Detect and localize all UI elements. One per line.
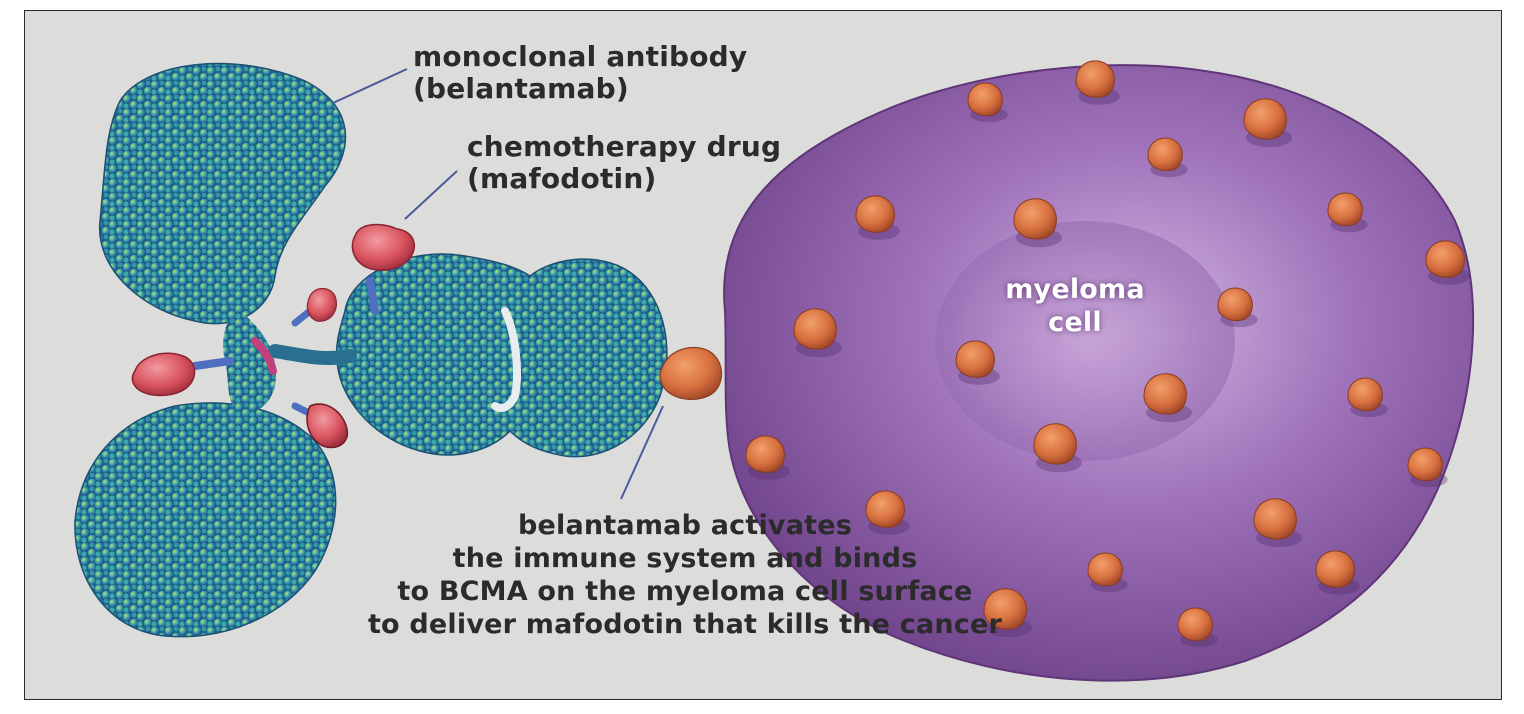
- figure-frame: monoclonal antibody (belantamab) chemoth…: [24, 10, 1502, 700]
- description-caption: belantamab activates the immune system a…: [265, 509, 1105, 641]
- drug-label-line: (mafodotin): [467, 162, 657, 195]
- bcma-receptor-icon: [1177, 607, 1213, 642]
- bcma-receptor-icon: [1425, 240, 1465, 278]
- bcma-receptor-icon: [1407, 447, 1443, 482]
- bcma-receptor-icon: [1075, 60, 1115, 98]
- cell-label-line: myeloma: [1005, 274, 1145, 305]
- illustration: [74, 60, 1475, 682]
- drug-label-line: chemotherapy drug: [467, 130, 782, 163]
- bcma-receptor-icon: [983, 588, 1027, 630]
- description-line: the immune system and binds: [452, 543, 918, 574]
- bcma-receptor-icon: [793, 308, 837, 350]
- bcma-receptor-icon: [1143, 373, 1187, 415]
- bcma-receptor-icon: [955, 340, 995, 378]
- antibody-molecule: [74, 62, 668, 638]
- bcma-receptor-icon: [1253, 498, 1297, 540]
- bcma-receptor-icon: [1327, 192, 1363, 227]
- cell-label-line: cell: [1048, 307, 1102, 338]
- antibody-label: monoclonal antibody (belantamab): [413, 41, 747, 105]
- bcma-receptor-icon: [1243, 98, 1287, 140]
- bcma-receptor-icon: [967, 82, 1003, 117]
- bcma-receptor-icon: [1147, 137, 1183, 172]
- bcma-receptors: [745, 60, 1470, 648]
- bcma-receptor-icon: [1315, 550, 1355, 588]
- myeloma-cell: [723, 60, 1475, 682]
- description-line: belantamab activates: [517, 510, 853, 541]
- bcma-receptor-icon: [1013, 198, 1057, 240]
- description-line: to deliver mafodotin that kills the canc…: [367, 609, 1003, 640]
- cell-label: myeloma cell: [965, 273, 1185, 339]
- drug-payloads: [131, 223, 416, 449]
- bcma-receptor-icon: [1033, 423, 1077, 465]
- bcma-receptor-icon: [745, 435, 785, 473]
- antibody-label-line: monoclonal antibody: [413, 40, 748, 73]
- leader-lines: [332, 68, 664, 500]
- description-line: to BCMA on the myeloma cell surface: [397, 576, 973, 607]
- bcma-receptor-icon: [855, 195, 895, 233]
- binding-receptor: [659, 346, 723, 400]
- bcma-receptor-icon: [1087, 552, 1123, 587]
- bcma-receptor-icon: [1217, 287, 1253, 322]
- antibody-label-line: (belantamab): [413, 72, 629, 105]
- bcma-receptor-icon: [1347, 377, 1383, 412]
- bcma-receptor-icon: [865, 490, 905, 528]
- drug-label: chemotherapy drug (mafodotin): [467, 131, 781, 195]
